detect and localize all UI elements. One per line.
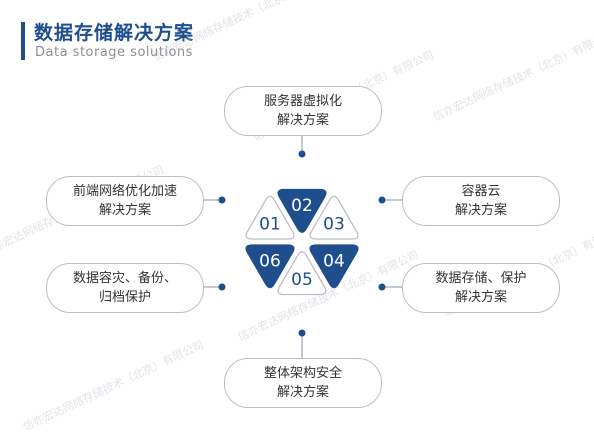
triangle-04 [309,244,359,289]
solution-label: 容器云 [461,184,501,199]
triangle-03 [309,195,359,240]
solution-label: 前端网络优化加速 [72,184,177,199]
connector-dot [218,283,226,291]
connector-dot [378,196,386,204]
triangle-number-01: 01 [259,215,281,235]
connector-dot [298,329,306,337]
solution-sublabel: 解决方案 [454,203,507,218]
solution-sublabel: 解决方案 [276,385,329,400]
solution-box-02: 服务器虚拟化 解决方案 [224,86,382,136]
triangle-number-06: 06 [259,252,281,272]
solution-box-05: 整体架构安全 解决方案 [224,358,382,408]
solution-label: 数据存储、保护 [435,271,527,286]
connector-lines [202,134,402,358]
solution-sublabel: 归档保护 [98,290,151,305]
triangle-ring: 02 03 04 05 06 01 [245,188,359,296]
triangle-01 [245,195,295,240]
solution-box-01: 前端网络优化加速 解决方案 [46,176,204,226]
connector-dot [298,150,306,158]
triangle-05 [277,251,327,296]
page-subtitle: Data storage solutions [35,45,193,60]
connector-dot [378,283,386,291]
solution-box-03: 容器云 解决方案 [402,176,560,226]
triangle-number-04: 04 [323,252,345,272]
triangle-06 [245,244,295,289]
solution-label: 数据容灾、备份、 [72,271,177,286]
triangle-number-05: 05 [291,270,313,290]
solution-label: 整体架构安全 [263,366,342,381]
triangle-number-02: 02 [291,196,313,216]
connector-dot [218,196,226,204]
solution-sublabel: 解决方案 [98,203,151,218]
solution-box-04: 数据存储、保护 解决方案 [402,263,560,313]
triangle-number-03: 03 [323,215,345,235]
triangle-02 [277,188,327,233]
solution-label: 服务器虚拟化 [263,94,342,109]
solution-box-06: 数据容灾、备份、 归档保护 [46,263,204,313]
solution-sublabel: 解决方案 [276,113,329,128]
title-accent-bar [21,22,25,60]
solution-sublabel: 解决方案 [454,290,507,305]
page-title: 数据存储解决方案 [34,22,195,44]
